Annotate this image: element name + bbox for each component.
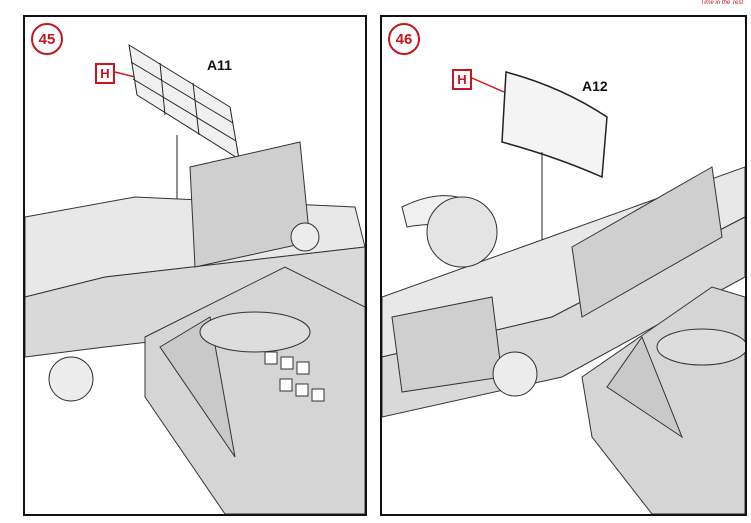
assembly-illustration — [382, 71, 745, 514]
step-number: 46 — [388, 23, 420, 55]
step-45-panel: 45 H A11 — [23, 15, 367, 516]
part-a12 — [501, 71, 608, 179]
part-label: A12 — [582, 78, 608, 94]
brand-logo: Time in the Test — [700, 0, 743, 6]
color-code-badge: H — [452, 69, 472, 90]
step-46-panel: 46 H A12 — [380, 15, 747, 516]
color-code-badge: H — [95, 63, 115, 84]
step-number: 45 — [31, 23, 63, 55]
part-label: A11 — [207, 57, 232, 73]
assembly-illustration — [25, 44, 365, 514]
